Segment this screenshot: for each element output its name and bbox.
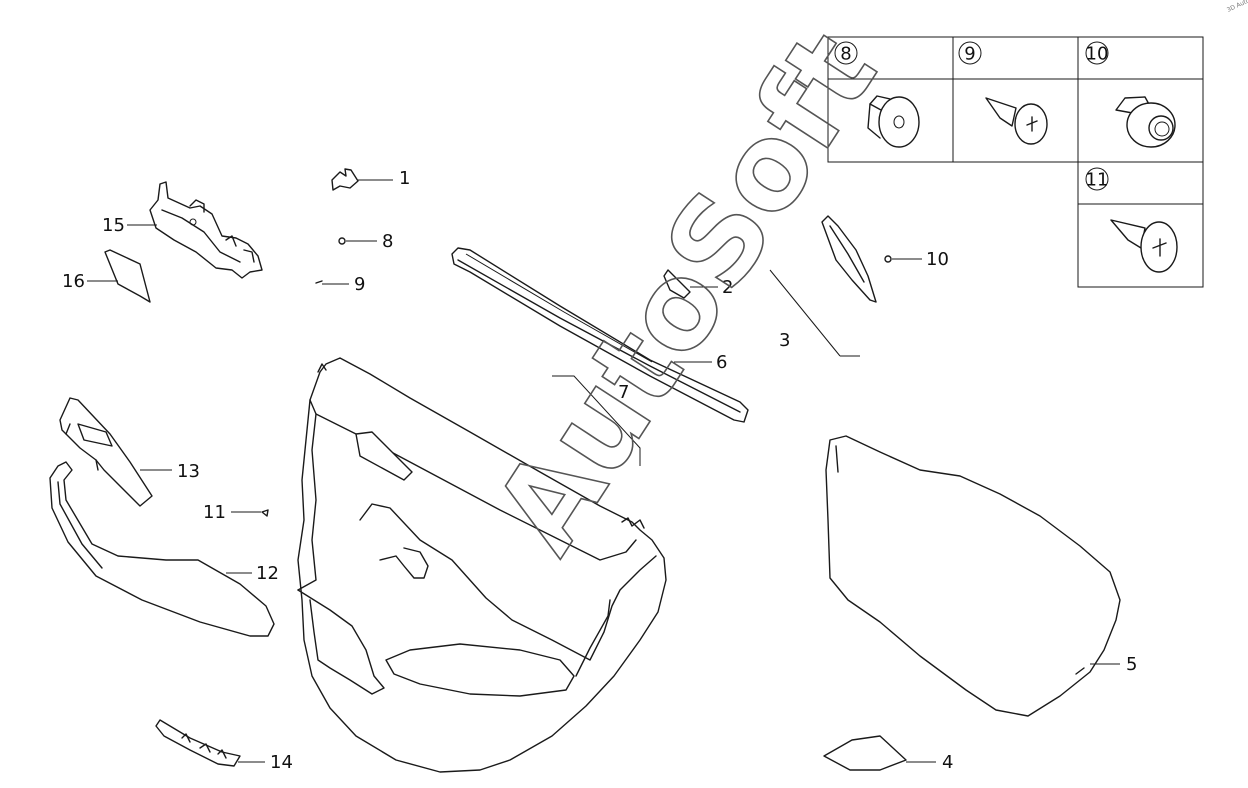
part-4-small-pad: 4 — [823, 735, 953, 773]
callout-16: 16 — [62, 271, 85, 292]
table-number-10: 10 — [1086, 44, 1109, 65]
part-14-rail: 14 — [155, 719, 293, 773]
screw-rivet-icon — [1110, 219, 1178, 273]
fastener-table: 8 9 10 — [827, 36, 1204, 288]
table-cell-11: 11 — [1085, 167, 1178, 273]
callout-15: 15 — [102, 215, 125, 236]
callout-1: 1 — [399, 168, 410, 189]
callout-5: 5 — [1126, 654, 1137, 675]
callout-9: 9 — [354, 274, 365, 295]
callout-8: 8 — [382, 231, 393, 252]
part-2-clip: 2 — [663, 269, 733, 299]
part-7-leader: 7 — [552, 375, 641, 466]
callout-10: 10 — [926, 249, 949, 270]
table-number-8: 8 — [840, 44, 851, 65]
push-clip-icon — [867, 95, 920, 148]
part-16-cover: 16 — [62, 249, 151, 303]
part-5-insulation-pad: 5 — [825, 435, 1137, 717]
callout-2: 2 — [722, 277, 733, 298]
table-number-9: 9 — [964, 44, 975, 65]
table-cell-8: 8 — [834, 41, 920, 148]
part-8-clip: 8 — [338, 231, 393, 252]
screw-rivet-icon — [985, 97, 1048, 145]
part-1-bracket: 1 — [331, 168, 410, 191]
callout-6: 6 — [716, 352, 727, 373]
corner-watermark: 3D AutoSoft — [1226, 0, 1248, 14]
part-15-handle-mechanism: 15 — [102, 181, 263, 279]
callout-4: 4 — [942, 752, 953, 773]
part-3-triangle-trim: 3 — [769, 215, 877, 357]
part-13-switch-bezel: 13 — [59, 397, 200, 507]
part-10-clip: 10 — [884, 249, 949, 270]
part-11-screw: 11 — [203, 502, 269, 523]
part-9-screw: 9 — [315, 274, 365, 295]
part-12-armrest: 12 — [49, 461, 279, 637]
table-cell-10: 10 — [1085, 41, 1176, 148]
callout-13: 13 — [177, 461, 200, 482]
callout-12: 12 — [256, 563, 279, 584]
table-cell-9: 9 — [958, 41, 1048, 145]
callout-7: 7 — [618, 382, 629, 403]
grommet-clip-icon — [1115, 96, 1176, 148]
callout-11: 11 — [203, 502, 226, 523]
part-6-seal-strip: 6 — [451, 247, 749, 423]
table-number-11: 11 — [1086, 170, 1109, 191]
callout-14: 14 — [270, 752, 293, 773]
callout-3: 3 — [779, 330, 790, 351]
door-trim-panel — [297, 357, 667, 773]
